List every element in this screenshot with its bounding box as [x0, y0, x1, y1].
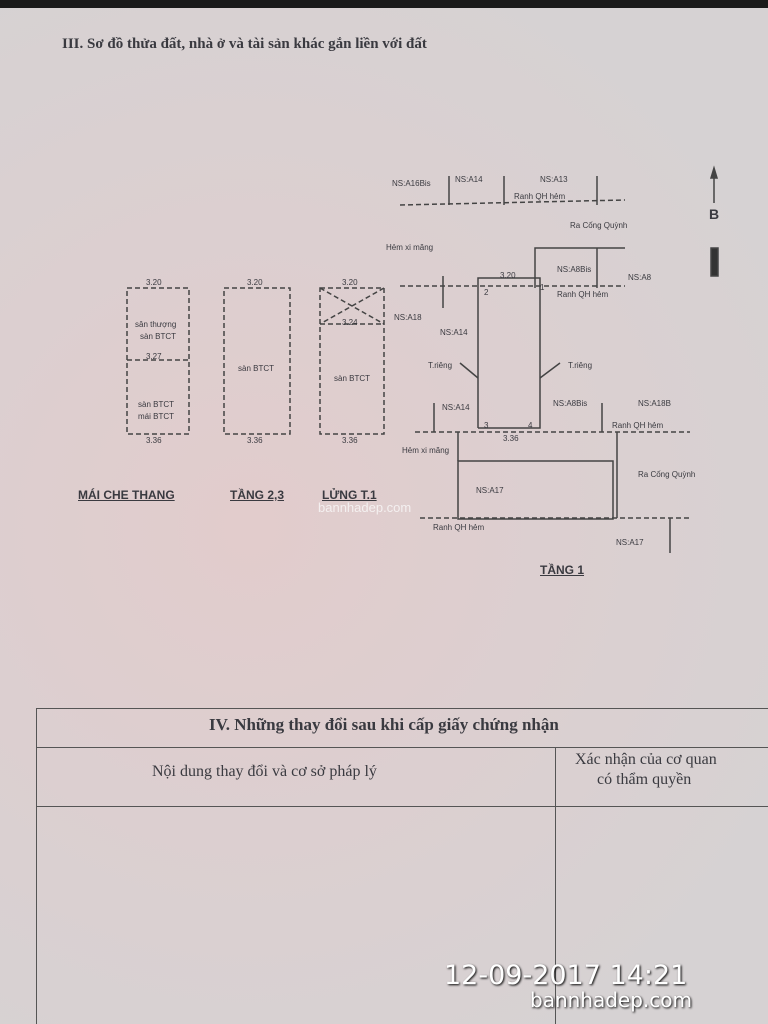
plan-text: sàn BTCT [334, 374, 371, 383]
dim: 3.24 [342, 318, 358, 327]
map-label: NS:A8Bis [557, 265, 592, 274]
map-label: Ra Cống Quỳnh [638, 470, 696, 479]
plan-text: mái BTCT [138, 412, 174, 421]
map-label: NS:A8Bis [553, 399, 588, 408]
plan-label: TẦNG 1 [540, 563, 585, 577]
plan-text: sân thượng [135, 320, 177, 329]
certificate-page: III. Sơ đồ thửa đất, nhà ở và tài sản kh… [0, 8, 768, 1024]
dim: 3.36 [146, 436, 162, 445]
column-header: có thẩm quyền [597, 771, 692, 788]
photo-timestamp: 12-09-2017 14:21 [444, 960, 688, 991]
point: 1 [540, 283, 545, 292]
photo-watermark: bannhadep.com [530, 988, 693, 1012]
map-label: Ra Cống Quỳnh [570, 221, 628, 230]
tang23-plan [223, 287, 291, 435]
point: 4 [528, 421, 533, 430]
map-label: NS:A16Bis [392, 179, 431, 188]
map-label: Ranh QH hẻm [514, 192, 566, 201]
dim: 3.36 [247, 436, 263, 445]
column-header: Nội dung thay đổi và cơ sở pháp lý [152, 763, 377, 780]
dim: 3.20 [146, 278, 162, 287]
map-label: NS:A8 [628, 273, 652, 282]
map-label: NS:A17 [476, 486, 504, 495]
map-label: T.riêng [428, 361, 453, 370]
plan-label: TẦNG 2,3 [230, 488, 285, 502]
dim: 3.20 [342, 278, 358, 287]
map-label: Ranh QH hẻm [433, 523, 485, 532]
dim: 3.36 [503, 434, 519, 443]
map-label: NS:A14 [455, 175, 483, 184]
point: 2 [484, 288, 489, 297]
map-label: Hẻm xi măng [386, 243, 434, 252]
map-label: NS:A14 [440, 328, 468, 337]
plan-label: LỬNG T.1 [322, 488, 377, 502]
floor-plan-drawing [126, 165, 719, 553]
map-label: Hẻm xi măng [402, 446, 450, 455]
map-label: T.riêng [568, 361, 593, 370]
plan-text: sàn BTCT [140, 332, 177, 341]
column-header: Xác nhận của cơ quan [575, 751, 717, 768]
dim: 3.20 [247, 278, 263, 287]
section-4-title: IV. Những thay đổi sau khi cấp giấy chứn… [209, 715, 559, 734]
plan-text: sàn BTCT [238, 364, 275, 373]
dim: 3.20 [500, 271, 516, 280]
plan-label: MÁI CHE THANG [78, 488, 175, 502]
section-3-title: III. Sơ đồ thửa đất, nhà ở và tài sản kh… [62, 36, 427, 52]
map-label: NS:A17 [616, 538, 644, 547]
dim: 3.36 [342, 436, 358, 445]
map-label: NS:A13 [540, 175, 568, 184]
plan-text: sàn BTCT [138, 400, 175, 409]
lung-plan [319, 287, 385, 435]
tang1-plot [477, 277, 541, 429]
map-label: Ranh QH hẻm [557, 290, 609, 299]
map-label: Ranh QH hẻm [612, 421, 664, 430]
map-label: NS:A18 [394, 313, 422, 322]
dim: 3.27 [146, 352, 162, 361]
north-arrow-label: B [709, 206, 720, 222]
map-label: NS:A14 [442, 403, 470, 412]
point: 3 [484, 421, 489, 430]
map-label: NS:A18B [638, 399, 671, 408]
changes-table: IV. Những thay đổi sau khi cấp giấy chứn… [36, 708, 768, 1024]
watermark: bannhadep.com [318, 500, 412, 515]
